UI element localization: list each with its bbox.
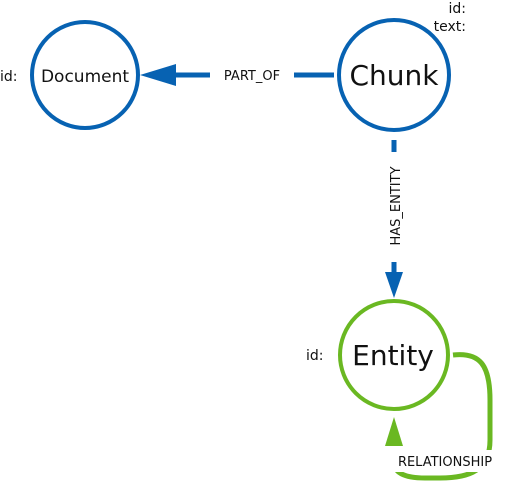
node-entity-circle bbox=[338, 299, 450, 411]
edge-part-of-label: PART_OF bbox=[224, 69, 280, 84]
edge-relationship-label: RELATIONSHIP bbox=[398, 455, 492, 470]
edge-relationship[interactable]: RELATIONSHIP bbox=[384, 352, 504, 481]
node-entity-label: Entity bbox=[352, 339, 434, 372]
node-chunk-circle bbox=[337, 18, 451, 132]
node-entity-prop-id: id: bbox=[306, 348, 324, 364]
node-entity[interactable]: Entity id: bbox=[306, 299, 450, 411]
edge-relationship-label-bg bbox=[384, 450, 504, 472]
node-document-label: Document bbox=[41, 67, 129, 87]
edge-part-of-arrowhead bbox=[140, 64, 176, 86]
node-document-prop-id: id: bbox=[0, 69, 18, 85]
node-document-circle bbox=[30, 20, 140, 130]
node-document[interactable]: Document id: bbox=[0, 20, 140, 130]
node-chunk[interactable]: Chunk id: text: bbox=[337, 1, 467, 132]
node-chunk-label: Chunk bbox=[349, 59, 439, 92]
edge-has-entity-label: HAS_ENTITY bbox=[389, 166, 404, 245]
node-chunk-prop-text: text: bbox=[434, 19, 466, 35]
edge-relationship-arrowhead bbox=[385, 417, 403, 446]
edge-has-entity[interactable]: HAS_ENTITY bbox=[385, 140, 404, 298]
edge-has-entity-arrowhead bbox=[385, 272, 403, 298]
edge-part-of[interactable]: PART_OF bbox=[140, 64, 334, 86]
node-chunk-prop-id: id: bbox=[449, 1, 467, 17]
